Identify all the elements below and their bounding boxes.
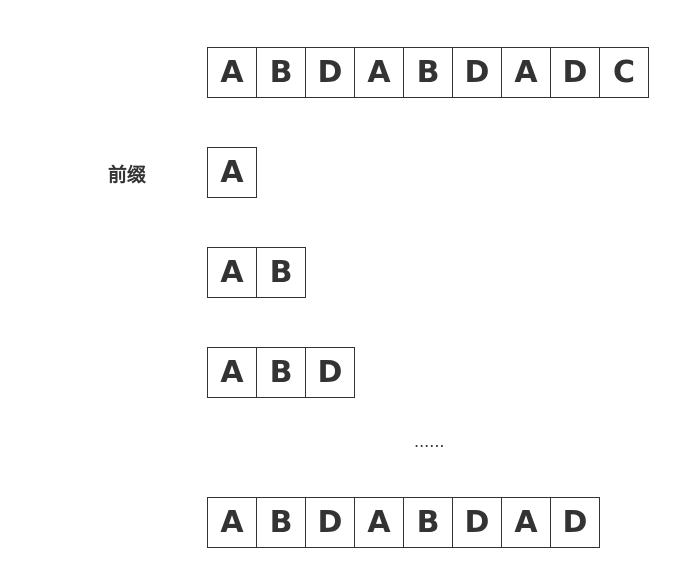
char-cell: B [403, 497, 453, 548]
char-cell: B [256, 497, 306, 548]
char-cell: A [207, 347, 257, 398]
char-cell: B [256, 347, 306, 398]
char-cell: B [256, 247, 306, 298]
prefix-row-1: A [207, 147, 257, 198]
char-cell: D [305, 497, 355, 548]
prefix-label: 前缀 [108, 164, 147, 186]
char-cell: A [354, 47, 404, 98]
char-cell: D [305, 347, 355, 398]
char-cell: D [305, 47, 355, 98]
char-cell: D [452, 497, 502, 548]
char-cell: C [599, 47, 649, 98]
char-cell: D [452, 47, 502, 98]
char-cell: A [207, 497, 257, 548]
char-cell: A [501, 47, 551, 98]
char-cell: B [256, 47, 306, 98]
char-cell: A [207, 47, 257, 98]
char-cell: A [207, 247, 257, 298]
char-cell: A [501, 497, 551, 548]
ellipsis: ...... [414, 432, 445, 451]
char-cell: D [550, 497, 600, 548]
char-cell: B [403, 47, 453, 98]
char-cell: A [207, 147, 257, 198]
char-cell: A [354, 497, 404, 548]
char-cell: D [550, 47, 600, 98]
